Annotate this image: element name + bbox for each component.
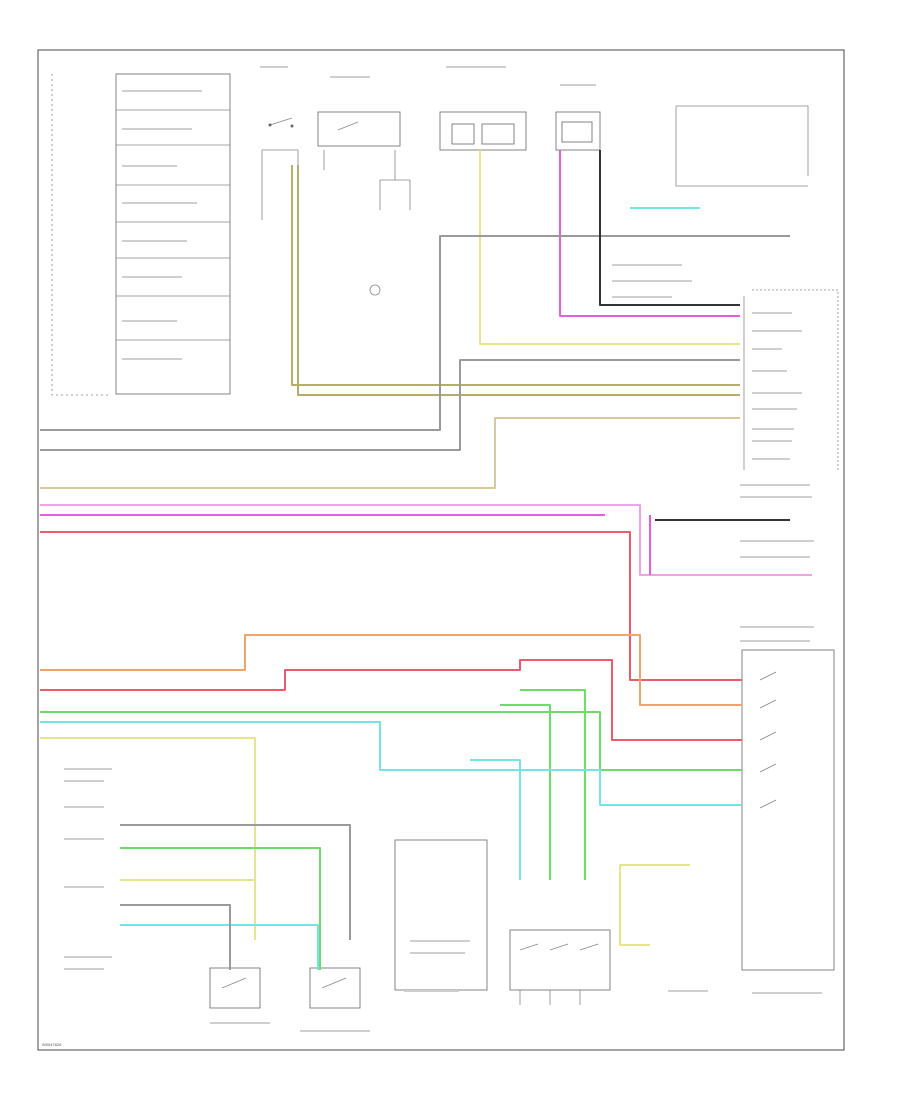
unreadable-label-23 — [752, 440, 792, 442]
unreadable-label-4 — [122, 202, 197, 204]
unreadable-label-44 — [300, 1030, 370, 1032]
wire-black-1 — [599, 150, 740, 306]
unreadable-label-27 — [740, 540, 814, 542]
unreadable-label-28 — [740, 556, 810, 558]
unreadable-label-29 — [740, 626, 814, 628]
unreadable-label-39 — [410, 952, 465, 954]
diagram-id: W0047826 — [42, 1042, 62, 1047]
unreadable-label-33 — [64, 806, 104, 808]
wire-cyan-2 — [120, 924, 319, 970]
wire-cyan-3 — [470, 759, 521, 880]
unreadable-label-9 — [260, 66, 288, 68]
unreadable-label-8 — [122, 358, 182, 360]
wire-tan-1 — [40, 417, 740, 489]
unreadable-label-2 — [122, 128, 192, 130]
right-lower-module — [741, 649, 835, 971]
diagram-frame — [37, 49, 845, 1051]
wire-green-4 — [120, 847, 321, 970]
unreadable-label-36 — [64, 956, 112, 958]
wire-magenta-2 — [40, 514, 651, 575]
unreadable-label-15 — [612, 296, 672, 298]
unreadable-label-26 — [740, 496, 812, 498]
wire-grey-1 — [40, 235, 790, 431]
unreadable-label-32 — [64, 780, 104, 782]
unreadable-label-22 — [752, 428, 794, 430]
unreadable-label-12 — [560, 84, 596, 86]
unreadable-label-31 — [64, 768, 112, 770]
wire-group — [40, 150, 812, 970]
unreadable-label-24 — [752, 458, 790, 460]
unreadable-label-18 — [752, 348, 782, 350]
unreadable-label-41 — [668, 990, 708, 992]
unreadable-label-5 — [122, 240, 187, 242]
wire-pink-1 — [40, 504, 812, 576]
wire-red-2 — [40, 659, 742, 741]
unreadable-label-34 — [64, 838, 104, 840]
unreadable-label-13 — [612, 264, 682, 266]
unreadable-label-38 — [410, 940, 470, 942]
unreadable-label-25 — [740, 484, 810, 486]
unreadable-label-19 — [752, 370, 787, 372]
unreadable-label-7 — [122, 320, 177, 322]
unreadable-label-17 — [752, 330, 802, 332]
top-switch-group — [261, 105, 809, 296]
instrument-panel-cluster — [51, 73, 231, 396]
unreadable-label-42 — [752, 992, 822, 994]
unreadable-label-1 — [122, 90, 202, 92]
unreadable-label-3 — [122, 165, 177, 167]
unreadable-label-30 — [740, 640, 810, 642]
wire-green-2 — [520, 689, 586, 880]
wire-grey-3 — [120, 824, 351, 940]
right-module — [743, 289, 839, 470]
wire-red-1 — [40, 531, 742, 681]
unreadable-label-21 — [752, 408, 797, 410]
wire-yellow-4 — [619, 864, 690, 946]
wire-yellow-1 — [479, 150, 740, 345]
wire-green-3 — [500, 704, 551, 880]
wire-cyan-1 — [40, 721, 742, 806]
wire-yellow-2 — [40, 737, 256, 940]
label-placeholder-group — [64, 66, 822, 1032]
unreadable-label-43 — [210, 1022, 270, 1024]
unreadable-label-37 — [64, 968, 104, 970]
unreadable-label-11 — [446, 66, 506, 68]
unreadable-label-16 — [752, 312, 792, 314]
wire-magenta-1 — [559, 150, 740, 317]
wire-olive-2 — [291, 165, 740, 386]
wire-olive-1 — [297, 165, 740, 396]
wire-green-1 — [40, 711, 742, 771]
wire-grey-2 — [40, 359, 740, 451]
unreadable-label-6 — [122, 276, 182, 278]
bottom-components — [209, 839, 611, 1009]
unreadable-label-10 — [330, 76, 370, 78]
wire-grey-4 — [120, 904, 231, 970]
unreadable-label-14 — [612, 280, 692, 282]
unreadable-label-35 — [64, 886, 104, 888]
unreadable-label-20 — [752, 392, 802, 394]
unreadable-label-40 — [404, 990, 459, 992]
wire-orange-1 — [40, 634, 742, 706]
